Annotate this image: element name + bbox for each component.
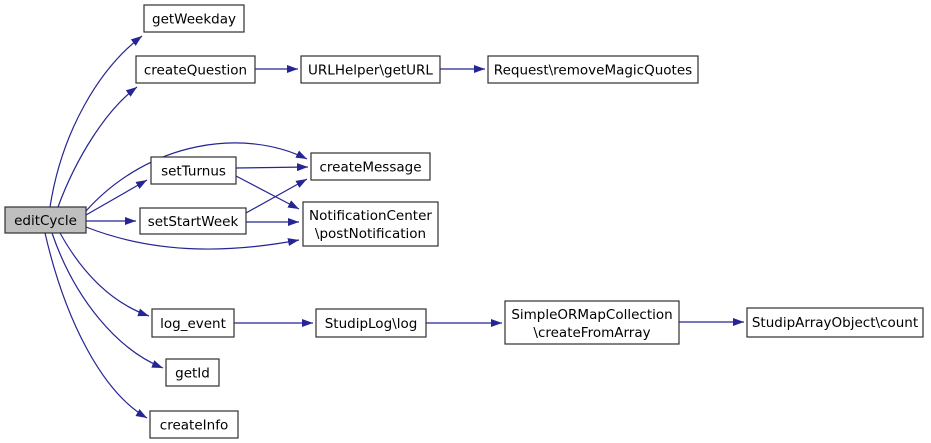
edge-setStartWeek-createMessage	[245, 178, 308, 214]
node-label-line2: \createFromArray	[533, 325, 650, 341]
node-label: setTurnus	[161, 164, 226, 180]
node-label: setStartWeek	[148, 214, 239, 230]
edge-editCycle-createMessage	[85, 142, 308, 212]
node-label: log_event	[160, 316, 226, 332]
node-label: StudipLog\log	[325, 316, 418, 332]
node-box	[149, 410, 239, 439]
node-log_event[interactable]: log_event	[151, 308, 235, 338]
node-label: editCycle	[14, 213, 77, 229]
node-label: StudipArrayObject\count	[752, 315, 918, 331]
node-getWeekday[interactable]: getWeekday	[143, 4, 245, 33]
edge-setTurnus-postNotification	[235, 175, 300, 210]
node-createMessage[interactable]: createMessage	[310, 152, 431, 181]
node-label: getWeekday	[152, 12, 236, 28]
node-label: URLHelper\getURL	[308, 63, 433, 79]
node-box	[302, 201, 439, 247]
node-box	[315, 308, 427, 338]
node-box	[487, 55, 699, 84]
node-label-line1: SimpleORMapCollection	[511, 307, 672, 323]
node-box	[746, 307, 924, 338]
edge-editCycle-postNotification	[85, 226, 300, 250]
node-label-line1: NotificationCenter	[309, 208, 432, 224]
node-request-removemagicquotes[interactable]: Request\removeMagicQuotes	[487, 55, 699, 84]
node-createInfo[interactable]: createInfo	[149, 410, 239, 439]
node-simpleormapcollection-createfromarray[interactable]: SimpleORMapCollection \createFromArray	[504, 300, 680, 345]
nodes-layer: editCycle getWeekday createQuestion URLH…	[4, 4, 924, 439]
node-box	[310, 152, 431, 181]
edges-layer	[44, 35, 744, 419]
edge-editCycle-getId	[51, 232, 164, 369]
node-box	[135, 55, 256, 84]
node-studiparrayobject-count[interactable]: StudipArrayObject\count	[746, 307, 924, 338]
node-label: createInfo	[160, 418, 228, 434]
edge-editCycle-createQuestion	[57, 86, 138, 208]
node-label: getId	[175, 366, 210, 382]
edge-editCycle-getWeekday	[49, 35, 143, 208]
node-studiplog-log[interactable]: StudipLog\log	[315, 308, 427, 338]
node-getId[interactable]: getId	[165, 358, 220, 387]
node-box	[165, 358, 220, 387]
node-box	[139, 207, 247, 235]
node-box	[150, 156, 237, 185]
edge-setTurnus-createMessage	[235, 163, 309, 172]
node-box	[504, 300, 680, 345]
node-notificationcenter-postnotification[interactable]: NotificationCenter \postNotification	[302, 201, 439, 247]
node-label-line2: \postNotification	[315, 226, 426, 242]
node-setStartWeek[interactable]: setStartWeek	[139, 207, 247, 235]
edge-editCycle-createInfo	[44, 232, 148, 419]
node-box	[4, 206, 87, 234]
edge-editCycle-setTurnus	[85, 179, 148, 216]
node-box	[151, 308, 235, 338]
node-label: Request\removeMagicQuotes	[494, 63, 692, 79]
node-box	[300, 55, 441, 84]
node-editCycle: editCycle	[4, 206, 87, 234]
node-setTurnus[interactable]: setTurnus	[150, 156, 237, 185]
node-urlhelper-geturl[interactable]: URLHelper\getURL	[300, 55, 441, 84]
node-box	[143, 4, 245, 33]
node-label: createQuestion	[144, 63, 247, 79]
node-createQuestion[interactable]: createQuestion	[135, 55, 256, 84]
node-label: createMessage	[319, 160, 421, 176]
edge-editCycle-log_event	[59, 232, 150, 317]
